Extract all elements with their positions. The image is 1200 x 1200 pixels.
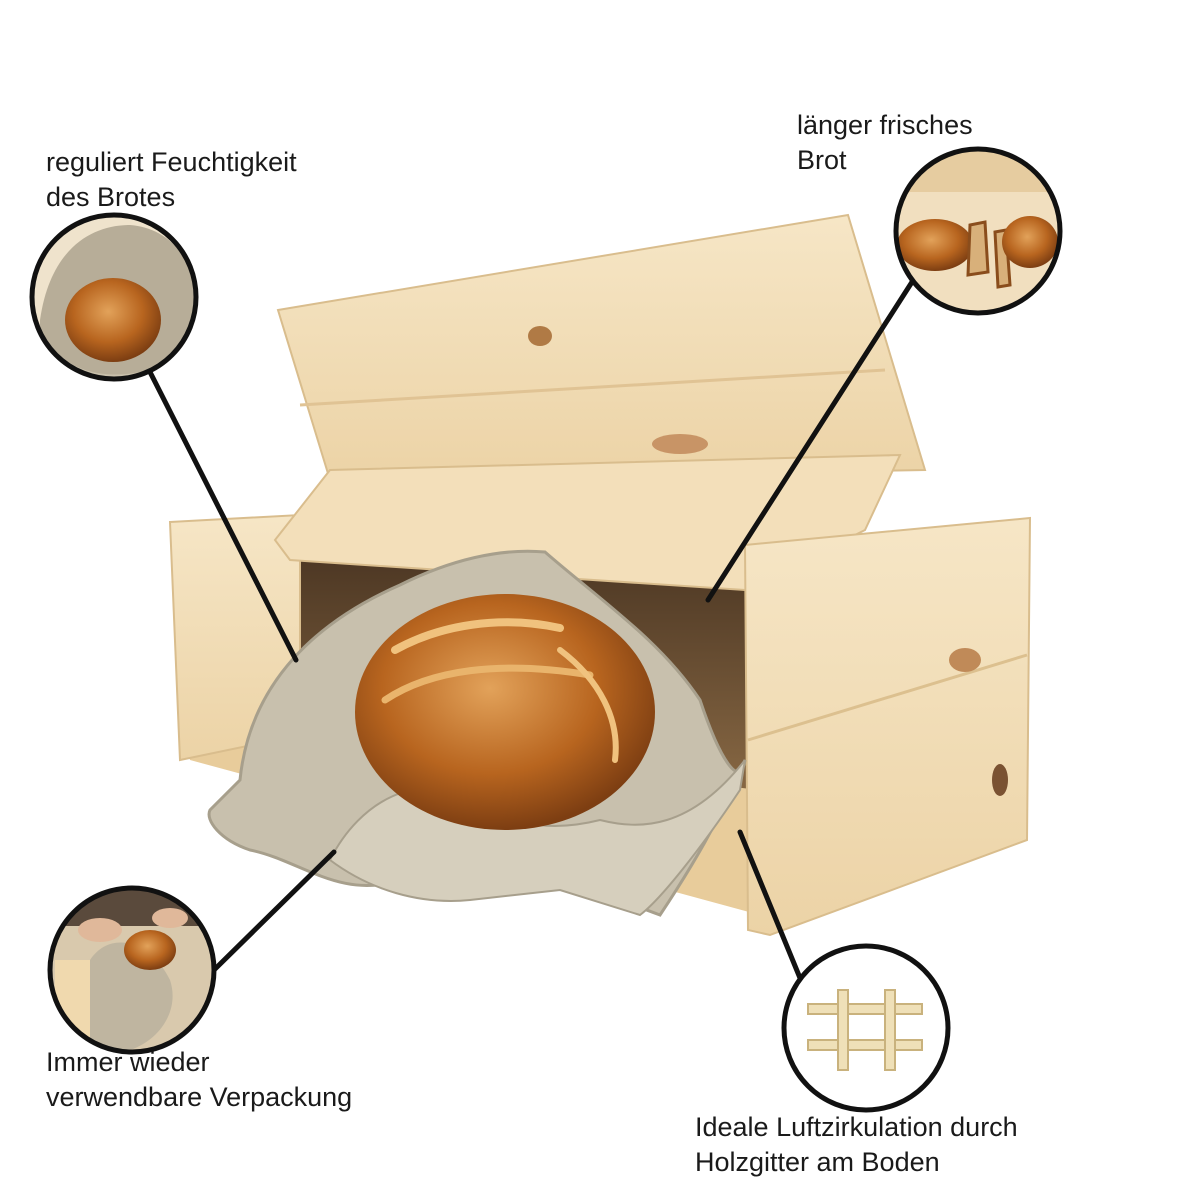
callout-label-line: länger frisches [797,110,973,140]
callout-label-line: reguliert Feuchtigkeit [46,147,297,177]
callout-circle-humidity [29,212,199,382]
connector-air [737,829,803,981]
connector-lines [147,279,915,981]
connector-reusable [211,849,337,973]
callout-label-line: Holzgitter am Boden [695,1147,940,1177]
wood-knot [992,764,1008,796]
hands-wrapping-bread-icon [124,930,176,970]
callout-label-air: Ideale Luftzirkulation durch Holzgitter … [695,1110,1018,1180]
bread-loaf [355,594,655,830]
wood-knot [652,434,708,454]
callout-label-line: des Brotes [46,182,176,212]
wooden-grid-icon [807,989,923,1071]
box-back-board [273,453,902,592]
callout-label-line: Ideale Luftzirkulation durch [695,1112,1018,1142]
sliced-bread-icon [897,219,973,271]
box-right-side [743,516,1032,937]
bread-in-linen-icon [65,278,161,362]
connector-fresh [705,279,915,603]
callout-label-line: Brot [797,145,847,175]
callout-label-reusable: Immer wieder verwendbare Verpackung [46,1045,352,1115]
box-lid [276,213,927,482]
callout-label-fresh: länger frisches Brot [797,108,973,178]
callout-circle-air [781,943,951,1113]
callout-label-line: Immer wieder [46,1047,210,1077]
wood-knot [949,648,981,672]
connector-humidity [147,369,299,663]
callout-label-line: verwendbare Verpackung [46,1082,353,1112]
callout-circle-reusable [47,885,217,1055]
callout-label-humidity: reguliert Feuchtigkeit des Brotes [46,145,297,215]
wood-knot [528,326,552,346]
